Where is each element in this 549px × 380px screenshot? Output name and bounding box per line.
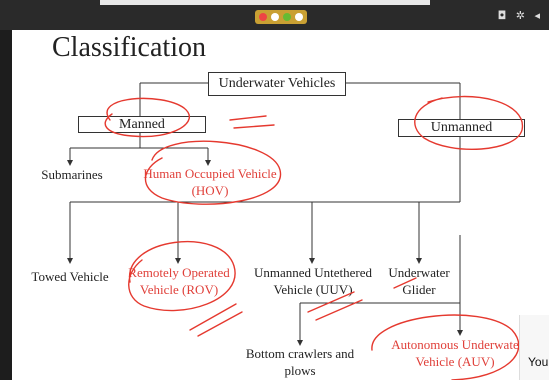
- uuv-line-2: Vehicle (UUV): [273, 282, 353, 297]
- auv-line-1: Autonomous Underwate: [391, 337, 519, 352]
- bottom-crawlers-label: Bottom crawlers and plows: [238, 345, 362, 379]
- side-panel-text: You: [528, 355, 549, 369]
- window-top-bar: ◘ ✲ ◂: [0, 0, 549, 30]
- submarines-label: Submarines: [41, 167, 103, 182]
- crawlers-line-2: plows: [284, 363, 316, 378]
- root-underline-2: [233, 124, 275, 129]
- hov-line-2: (HOV): [191, 183, 229, 198]
- toolbar-app-icons[interactable]: [255, 10, 307, 24]
- hov-circle: [144, 140, 281, 205]
- auv-line-2: Vehicle (AUV): [415, 354, 495, 369]
- rov-label: Remotely Operated Vehicle (ROV): [120, 264, 238, 298]
- uuv-slash-1: [307, 291, 355, 313]
- root-node: Underwater Vehicles: [208, 72, 346, 96]
- glider-line-1: Underwater: [388, 265, 450, 280]
- hov-label: Human Occupied Vehicle (HOV): [136, 165, 284, 199]
- glider-line-2: Glider: [402, 282, 436, 297]
- uuv-label: Unmanned Untethered Vehicle (UUV): [246, 264, 380, 298]
- presentation-slide: Classification: [12, 30, 549, 380]
- share-icon[interactable]: [295, 13, 303, 21]
- uuv-slash-2: [315, 299, 363, 321]
- slide-title: Classification: [52, 32, 206, 63]
- status-icons: ◘ ✲ ◂: [497, 9, 543, 22]
- rov-circle: [128, 240, 236, 312]
- crawlers-line-1: Bottom crawlers and: [245, 346, 355, 361]
- unmanned-node: Unmanned: [398, 119, 525, 137]
- record-icon[interactable]: [259, 13, 267, 21]
- towed-vehicle-label: Towed Vehicle: [31, 269, 109, 284]
- auv-label: Autonomous Underwate Vehicle (AUV): [380, 336, 530, 370]
- glider-mark: [393, 277, 417, 289]
- tree-connectors: [67, 82, 463, 346]
- glider-label: Underwater Glider: [382, 264, 456, 298]
- rov-line-1: Remotely Operated: [128, 265, 230, 280]
- mic-icon[interactable]: [283, 13, 291, 21]
- hov-line-1: Human Occupied Vehicle: [143, 166, 277, 181]
- rov-slash-2: [197, 311, 243, 337]
- auv-circle: [371, 314, 520, 380]
- rov-slash-1: [189, 303, 237, 331]
- uuv-line-1: Unmanned Untethered: [253, 265, 373, 280]
- unmanned-circle: [414, 95, 523, 150]
- rov-line-2: Vehicle (ROV): [139, 282, 219, 297]
- root-underline-1: [229, 115, 267, 121]
- manned-circle: [104, 97, 191, 138]
- camera-icon[interactable]: [271, 13, 279, 21]
- side-panel[interactable]: You: [519, 315, 549, 380]
- pen-annotations: [104, 95, 523, 380]
- address-strip: [100, 0, 430, 5]
